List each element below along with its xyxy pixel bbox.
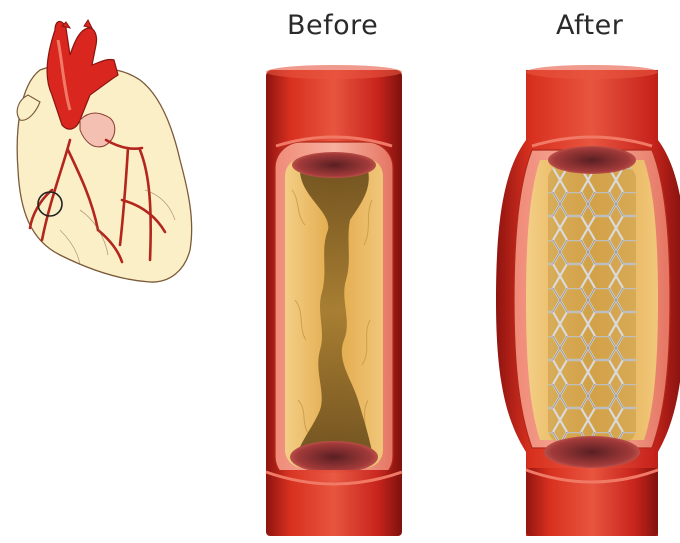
label-after: After [556, 10, 623, 41]
vessel-after-bottom-opening [544, 436, 640, 468]
vessel-before-bottom-opening [290, 441, 378, 473]
heart-illustration [17, 20, 191, 282]
vessel-after [496, 65, 680, 536]
heart-body [17, 60, 191, 282]
label-before: Before [287, 10, 378, 41]
vessel-before [266, 65, 402, 536]
stent-mesh [548, 165, 636, 443]
